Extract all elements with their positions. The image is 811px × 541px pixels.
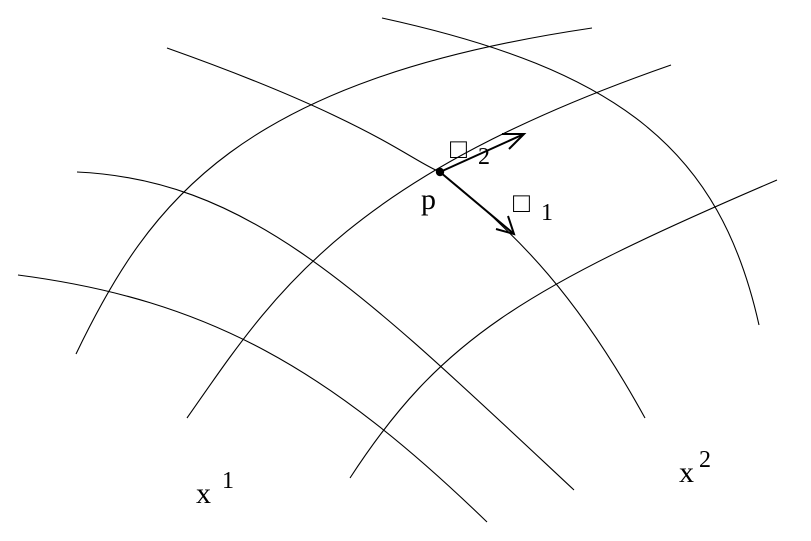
basis-vector-1-symbol: □ <box>513 188 530 219</box>
basis-vector-2 <box>439 133 527 173</box>
coordinate-x1-index: 1 <box>222 468 234 494</box>
grid-curve-b1 <box>166 47 646 419</box>
grid-curve-a1 <box>75 27 593 355</box>
basis-vector-1 <box>439 171 516 236</box>
coordinate-x1-base: x <box>196 477 211 510</box>
basis-vector-2-label: □ 2 <box>450 134 490 170</box>
coordinate-label-x1: x 1 <box>196 468 234 510</box>
coordinate-x2-base: x <box>679 456 694 489</box>
grid-curve-b3 <box>17 274 488 523</box>
basis-vector-2-symbol: □ <box>450 134 467 165</box>
coordinate-x2-index: 2 <box>699 447 711 473</box>
basis-vector-1-label: □ 1 <box>513 188 553 226</box>
grid-curve-b2 <box>76 171 575 491</box>
basis-vector-2-index: 2 <box>478 144 490 170</box>
grid-curve-a2 <box>186 64 672 419</box>
point-p-label: p <box>421 183 436 216</box>
grid-curve-b4 <box>381 17 760 326</box>
grid-curve-a3 <box>349 179 778 479</box>
basis-vector-1-index: 1 <box>541 200 553 226</box>
coordinate-label-x2: x 2 <box>679 447 711 489</box>
